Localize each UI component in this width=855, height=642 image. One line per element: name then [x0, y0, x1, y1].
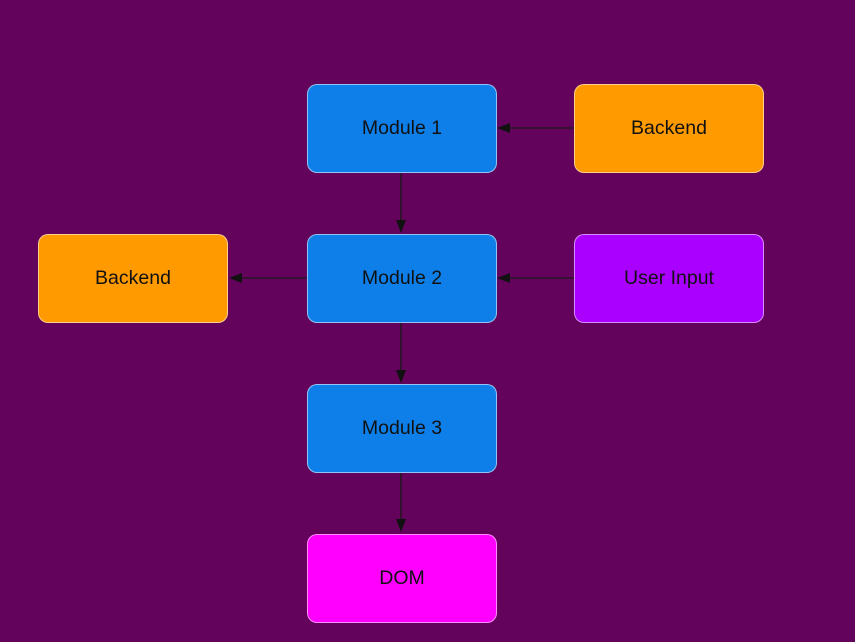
arrow-module-2-to-backend: [229, 273, 307, 283]
arrow-module-2-to-module-3: [396, 323, 406, 383]
arrow-module-3-to-dom: [396, 472, 406, 532]
module-3-box[interactable]: Module 3: [307, 384, 497, 473]
backend-box-top[interactable]: Backend: [574, 84, 764, 173]
module-1-label: Module 1: [361, 117, 443, 139]
module-2-box[interactable]: Module 2: [307, 234, 497, 323]
module-3-label: Module 3: [361, 417, 443, 439]
user-input-label: User Input: [624, 267, 714, 289]
arrow-user-input-to-module-2: [497, 273, 574, 283]
backend-box-left[interactable]: Backend: [38, 234, 228, 323]
arrow-module-1-to-module-2: [396, 173, 406, 233]
dom-label: DOM: [379, 567, 425, 589]
user-input-box[interactable]: User Input: [574, 234, 764, 323]
module-2-label: Module 2: [361, 267, 443, 289]
arrow-backend-to-module-1: [497, 123, 574, 133]
module-1-box[interactable]: Module 1: [307, 84, 497, 173]
backend-top-label: Backend: [631, 117, 707, 139]
backend-left-label: Backend: [95, 267, 171, 289]
dom-box[interactable]: DOM: [307, 534, 497, 623]
